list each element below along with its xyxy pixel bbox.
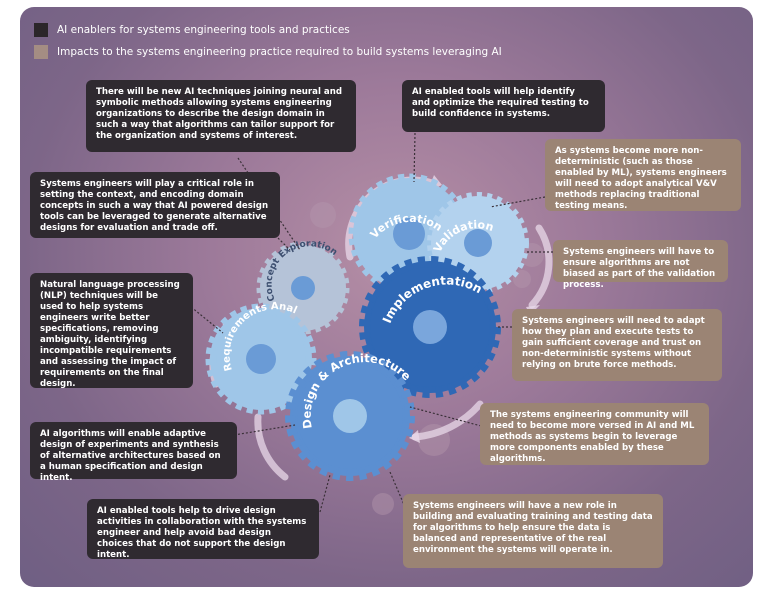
box-text: Systems engineers will play a critical r… [40, 179, 269, 233]
gear-design-architecture [285, 351, 415, 481]
box-drive-design: AI enabled tools help to drive design ac… [87, 499, 319, 560]
legend-impacts: Impacts to the systems engineering pract… [34, 45, 502, 59]
box-text: Natural language processing (NLP) techni… [40, 280, 180, 389]
box-text: Systems engineers will have to ensure al… [563, 247, 716, 290]
background-cogs [310, 202, 544, 515]
gear-concept-exploration [256, 241, 350, 335]
box-new-ai-techniques: There will be new AI techniques joining … [86, 80, 356, 152]
box-nondeterministic-vv: As systems become more non-deterministic… [545, 139, 741, 211]
box-text: Systems engineers will have a new role i… [413, 501, 653, 555]
box-not-biased: Systems engineers will have to ensure al… [553, 240, 728, 290]
box-community-versed: The systems engineering community will n… [480, 403, 709, 465]
box-text: AI enabled tools help to drive design ac… [97, 506, 307, 560]
legend-ai-enablers: AI enablers for systems engineering tool… [34, 23, 350, 37]
diagram-panel: AI enablers for systems engineering tool… [20, 7, 753, 587]
box-text: AI algorithms will enable adaptive desig… [40, 429, 221, 483]
gear-implementation [359, 256, 501, 398]
box-text: The systems engineering community will n… [490, 410, 695, 464]
box-adaptive-design: AI algorithms will enable adaptive desig… [30, 422, 237, 483]
box-critical-role: Systems engineers will play a critical r… [30, 172, 280, 238]
box-text: Systems engineers will need to adapt how… [522, 316, 705, 370]
box-adapt-tests: Systems engineers will need to adapt how… [512, 309, 722, 381]
box-text: There will be new AI techniques joining … [96, 87, 342, 141]
legend-label-ai-enablers: AI enablers for systems engineering tool… [57, 24, 350, 36]
box-training-data: Systems engineers will have a new role i… [403, 494, 663, 568]
legend-swatch-light [34, 45, 48, 59]
box-nlp: Natural language processing (NLP) techni… [30, 273, 193, 389]
legend-swatch-dark [34, 23, 48, 37]
box-testing-confidence: AI enabled tools will help identify and … [402, 80, 605, 132]
gear-requirements-analysis [205, 303, 317, 415]
legend-label-impacts: Impacts to the systems engineering pract… [57, 46, 502, 58]
box-text: As systems become more non-deterministic… [555, 146, 727, 211]
box-text: AI enabled tools will help identify and … [412, 87, 589, 119]
